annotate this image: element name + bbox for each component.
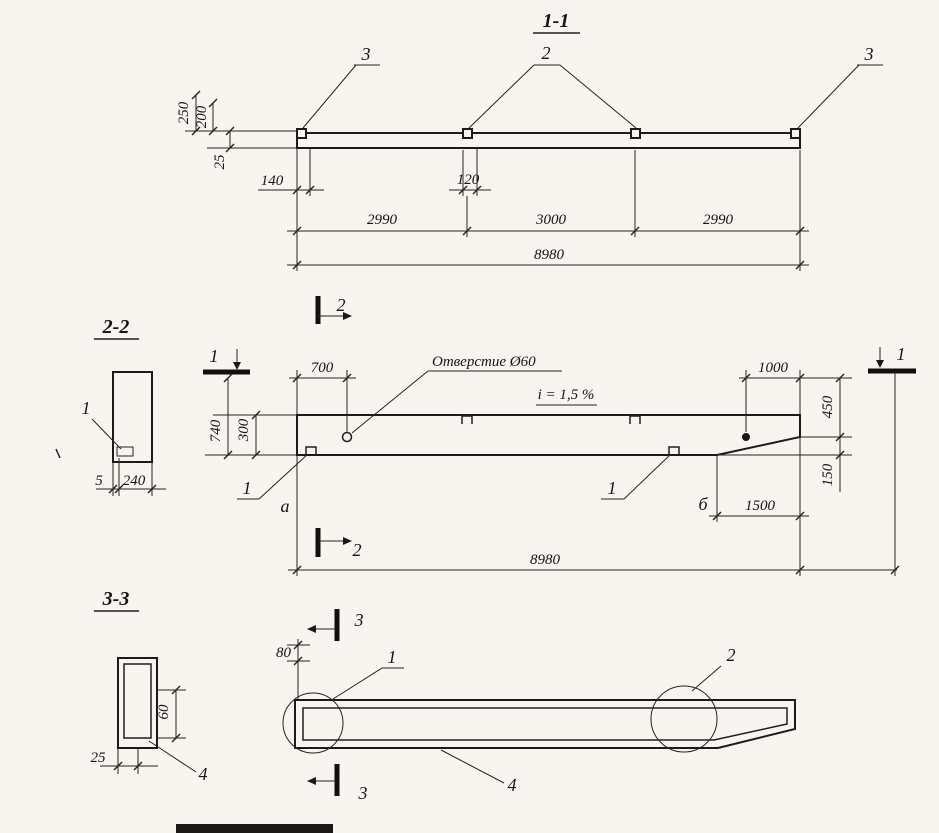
view-plan: 3 80 1 2 4 3 <box>276 609 796 803</box>
marker-3-bottom-label: 3 <box>358 783 368 803</box>
marker-1-left-label: 1 <box>210 346 219 366</box>
plan-callout-4: 4 <box>508 775 517 795</box>
beam-plan-inner <box>302 707 788 741</box>
lifting-point-mark <box>742 433 750 441</box>
dim-300: 300 <box>236 418 252 442</box>
section-marker-2-bottom: 2 <box>315 528 362 560</box>
section-marker-1-right: 1 <box>868 344 916 576</box>
view-title-3-3: 3-3 <box>102 588 130 610</box>
callout-1-left: 1 <box>243 478 252 498</box>
dim-total-8980: 8980 <box>534 247 565 263</box>
section-2-2-dims: 5 240 <box>95 458 166 496</box>
dim-1500: 1500 <box>745 498 776 514</box>
view-section-2-2: 2-2 1 5 240 <box>82 316 166 496</box>
dim-120: 120 <box>457 172 480 188</box>
view-section-3-3: 3-3 60 25 4 <box>91 588 208 784</box>
dim-200: 200 <box>194 105 210 128</box>
dim-80: 80 <box>276 645 292 661</box>
left-dims-elevation: 740 300 <box>205 373 297 460</box>
beam-strip <box>296 132 801 149</box>
view-title-2-2: 2-2 <box>102 316 130 338</box>
plan-callout-2: 2 <box>727 645 736 665</box>
dim-span-1: 2990 <box>367 212 398 228</box>
scan-smudge-bar <box>176 824 333 833</box>
dim-1000: 1000 <box>758 360 789 376</box>
callout-1: 1 <box>82 398 91 418</box>
dim-140: 140 <box>261 173 284 189</box>
slope-text: i = 1,5 % <box>538 387 595 403</box>
marker-3-top-label: 3 <box>354 610 364 630</box>
section-marker-3-top: 3 <box>307 609 364 641</box>
callout-2-middle: 2 <box>542 43 551 63</box>
dim-740: 740 <box>208 419 224 442</box>
beam-plan-outline <box>294 699 796 749</box>
marker-2-bottom-label: 2 <box>353 540 362 560</box>
dim-total-elevation: 8980 <box>288 455 900 576</box>
slope-note: i = 1,5 % <box>536 387 597 406</box>
detail-circle-left <box>282 692 344 754</box>
right-dims: 450 150 <box>717 373 852 492</box>
dim-450: 450 <box>820 395 836 418</box>
section-3-3-inner <box>123 663 152 739</box>
section-3-3-dims: 60 25 <box>91 685 186 774</box>
dim-25: 25 <box>212 154 228 170</box>
dim-250: 250 <box>176 101 192 124</box>
view-title-1-1: 1-1 <box>543 10 570 32</box>
beam-elevation-outline <box>296 414 801 456</box>
dim-5: 5 <box>95 473 103 489</box>
marker-1-right-label: 1 <box>897 344 906 364</box>
section-2-2-outline <box>112 371 153 463</box>
dim-1500-group: 1500 <box>709 437 809 576</box>
callout-1-right: 1 <box>608 478 617 498</box>
dim-240: 240 <box>123 473 146 489</box>
dim-span-2: 3000 <box>535 212 567 228</box>
callout-3-right: 3 <box>864 44 874 64</box>
detail-circle-right <box>650 685 718 753</box>
dim-60: 60 <box>156 704 172 720</box>
section-2-2-insert <box>116 446 134 457</box>
offset-dims: 140 120 <box>258 148 491 196</box>
section-marker-1-left: 1 <box>203 346 250 375</box>
hole-note-text: Отверстие Ø60 <box>432 354 536 370</box>
section-3-3-callout: 4 <box>148 740 208 784</box>
callout-b: б <box>698 494 708 514</box>
dim-80-group: 80 <box>276 639 310 700</box>
scan-speck <box>55 448 61 459</box>
dim-total-8980-elev: 8980 <box>530 552 561 568</box>
hole-mark <box>341 431 353 443</box>
plan-callouts: 1 2 4 <box>332 645 736 795</box>
dim-span-3: 2990 <box>703 212 734 228</box>
embed-marks <box>305 415 680 455</box>
left-height-dims: 250 200 25 <box>176 90 297 170</box>
section-marker-2-top: 2 <box>315 295 352 324</box>
callout-3-left: 3 <box>361 44 371 64</box>
marker-2-top-label: 2 <box>337 295 346 315</box>
view-elevation: 2 1 1 Отверстие Ø60 <box>203 295 916 576</box>
section-marker-3-bottom: 3 <box>307 764 368 803</box>
callout-4: 4 <box>199 764 208 784</box>
bottom-callouts: 1 а 1 б <box>237 453 708 516</box>
top-dims: 700 1000 <box>289 360 852 432</box>
dim-700: 700 <box>311 360 334 376</box>
plan-callout-1: 1 <box>388 647 397 667</box>
span-dims: 2990 3000 2990 8980 <box>287 148 809 271</box>
section-2-2-callout: 1 <box>82 398 122 450</box>
dim-25-s33: 25 <box>91 750 107 766</box>
callout-a: а <box>281 496 290 516</box>
scan-artifacts <box>55 448 333 833</box>
plate-callouts: 3 2 3 <box>302 43 883 129</box>
hole-note: Отверстие Ø60 <box>351 354 562 434</box>
view-section-1-1: 1-1 3 2 3 <box>176 10 883 271</box>
dim-150: 150 <box>820 463 836 486</box>
embedded-plates <box>296 128 801 139</box>
